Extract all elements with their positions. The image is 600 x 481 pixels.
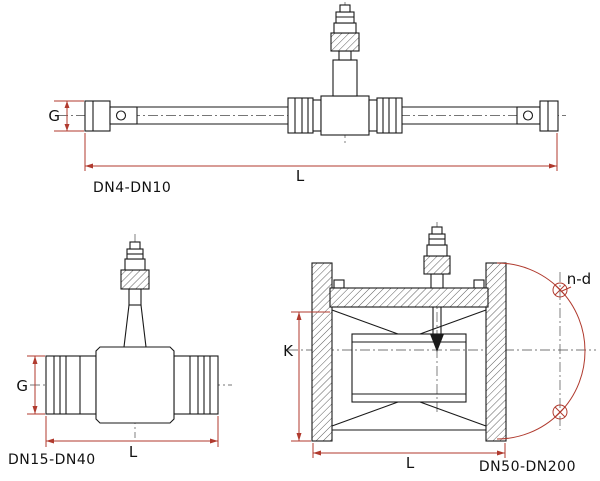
drawing-dn15-dn40: G L DN15-DN40 (8, 234, 232, 468)
drawing-dn50-dn200: n-d K L DN50-DN200 (283, 222, 596, 475)
bolt-circle: n-d (496, 262, 591, 440)
right-flange (485, 262, 507, 442)
meter-center-body (95, 346, 175, 424)
bolt-circle-arc (496, 262, 586, 440)
right-thread-nipple (173, 355, 219, 415)
dim-l-label: L (129, 443, 138, 461)
sensor-nut (423, 255, 451, 275)
meter-body (45, 346, 219, 424)
dim-l-label: L (406, 454, 415, 472)
left-eyelet-hole (115, 110, 127, 121)
dimension-l: L (45, 416, 219, 461)
drawing-label-dn4-dn10: DN4-DN10 (93, 180, 171, 196)
dimension-g: G (48, 100, 84, 132)
drawing-dn4-dn10: G L DN4-DN10 (48, 2, 566, 196)
left-end-plug (84, 100, 111, 132)
bolt-hole-top (552, 282, 568, 298)
dimension-l: L (312, 443, 506, 472)
connector-tip (129, 241, 141, 250)
sensor-boss (332, 59, 358, 97)
meter-center-body (320, 95, 370, 136)
right-eyelet-hole (522, 110, 534, 121)
dim-g-label: G (16, 377, 28, 395)
sensor-nut (330, 32, 360, 52)
sensor-assembly (120, 241, 150, 348)
connector-tip (339, 4, 351, 13)
right-end-plug (539, 100, 559, 132)
sensor-assembly (423, 226, 451, 289)
dimension-g: G (16, 355, 45, 415)
dim-g-label: G (48, 107, 60, 125)
left-flange (311, 262, 333, 442)
meter-body (84, 95, 559, 136)
dim-l-label: L (296, 167, 305, 185)
drawing-label-dn50-dn200: DN50-DN200 (479, 459, 576, 475)
bolt-count-label: n-d (567, 270, 591, 288)
drawing-label-dn15-dn40: DN15-DN40 (8, 452, 96, 468)
bolt-hole-bottom (552, 404, 568, 420)
sensor-assembly (330, 4, 360, 97)
left-coupling-nut (287, 97, 314, 134)
dimension-l: L (84, 133, 558, 185)
top-plate (329, 287, 489, 308)
dim-k-label: K (283, 342, 294, 360)
sensor-boss (123, 304, 147, 348)
connector-tip (431, 226, 443, 235)
dimension-k: K (283, 311, 330, 442)
meter-body-section (311, 262, 507, 442)
sensor-nut (120, 269, 150, 290)
rotor-pickup (430, 334, 444, 352)
bolt-leader-line (561, 286, 572, 292)
inner-tube (351, 333, 467, 403)
